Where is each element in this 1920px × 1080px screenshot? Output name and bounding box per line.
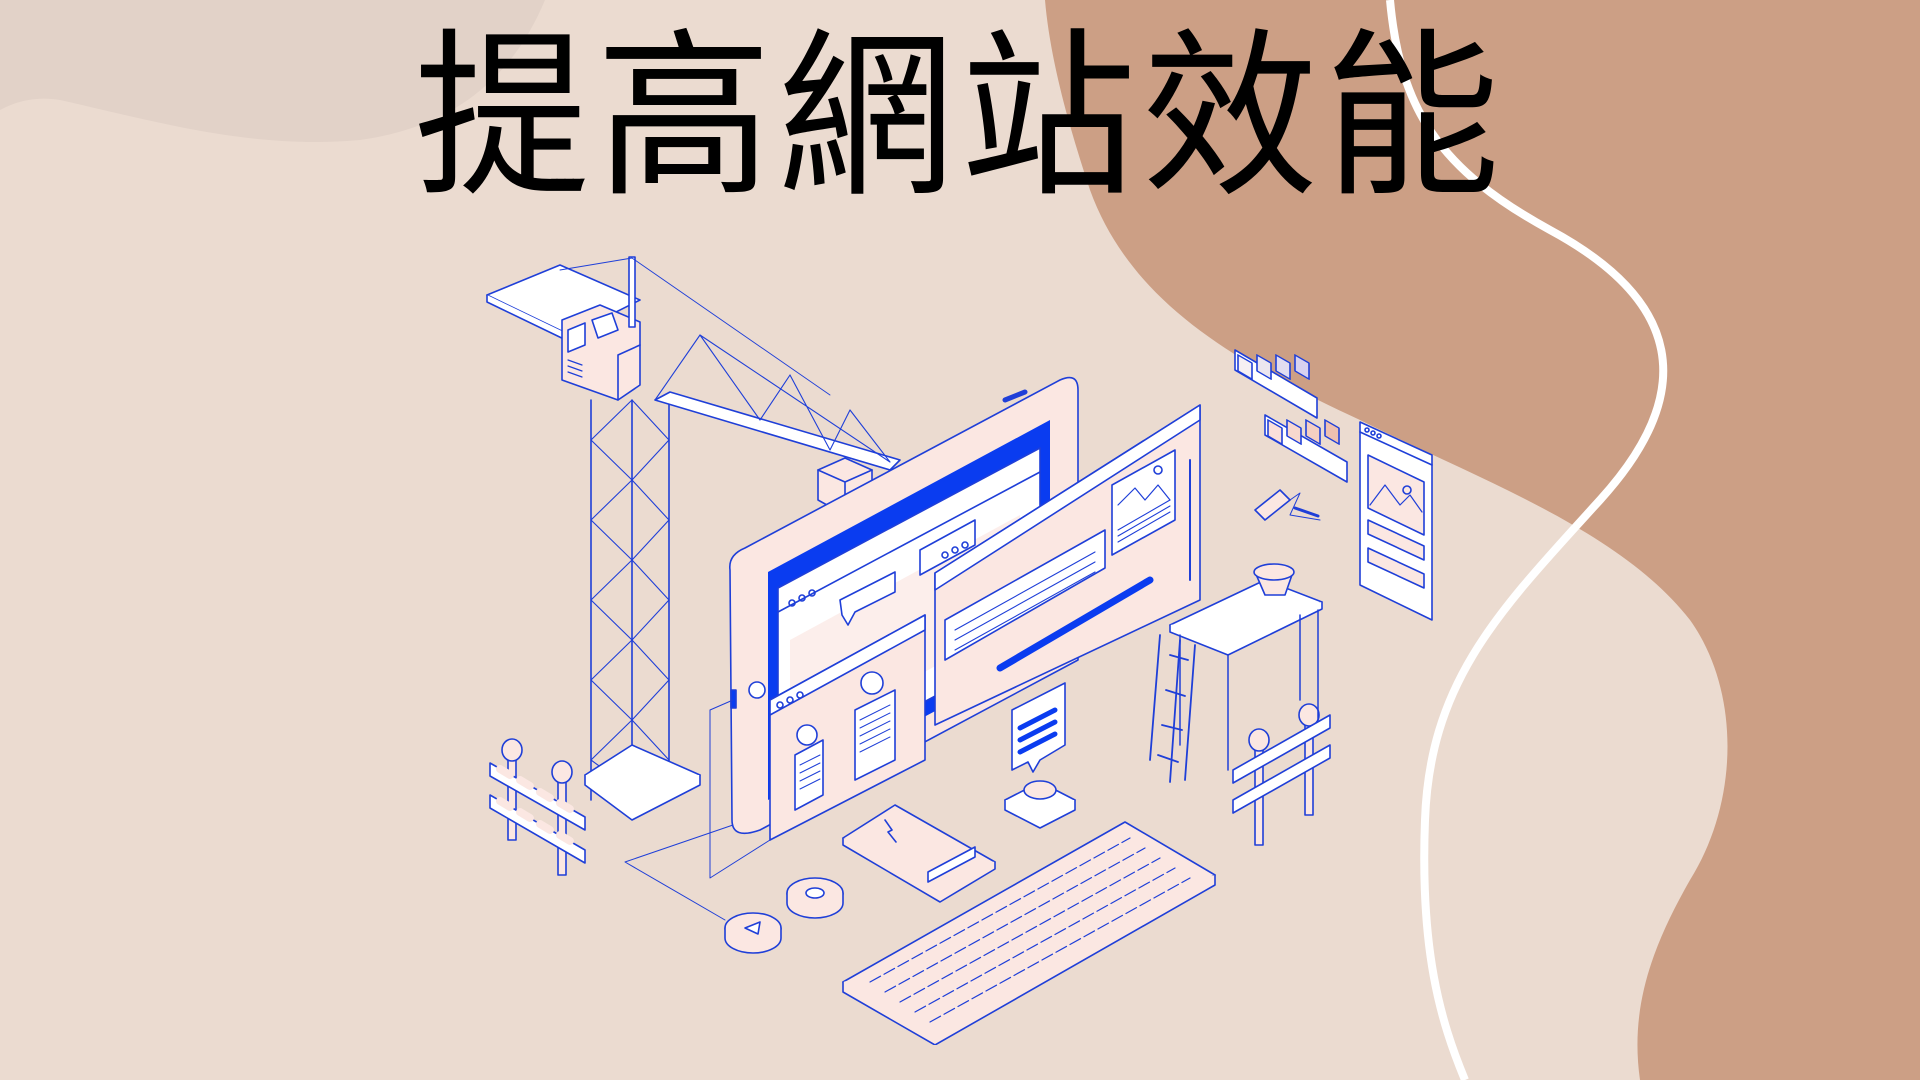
table-with-bucket-icon	[1169, 563, 1323, 771]
right-tan-blob	[1045, 0, 1920, 1080]
browser-panel-profiles	[769, 571, 926, 841]
browser-panel-large	[919, 404, 1201, 726]
road-barrier-right-icon	[1232, 703, 1331, 846]
record-button-disc-icon	[786, 877, 844, 919]
ladder-icon	[1149, 634, 1196, 783]
chat-bubble-icon	[1011, 682, 1066, 773]
page-title: 提高網站效能	[413, 12, 1506, 223]
website-construction-illustration	[486, 256, 1433, 1045]
road-barrier-left-icon	[489, 738, 586, 876]
mobile-wireframe-icon	[1359, 421, 1433, 621]
crane-icon	[486, 256, 901, 821]
top-left-blob	[0, 0, 545, 142]
play-button-disc-icon	[724, 912, 782, 954]
push-button-icon	[1004, 780, 1076, 829]
keyboard-icon	[842, 821, 1216, 1045]
cable-lines	[624, 699, 771, 921]
paint-roller-icon	[1254, 489, 1321, 521]
battery-card-icon	[842, 804, 996, 903]
white-curve-line	[1386, 0, 1668, 1080]
color-swatches-icon	[1234, 349, 1348, 483]
